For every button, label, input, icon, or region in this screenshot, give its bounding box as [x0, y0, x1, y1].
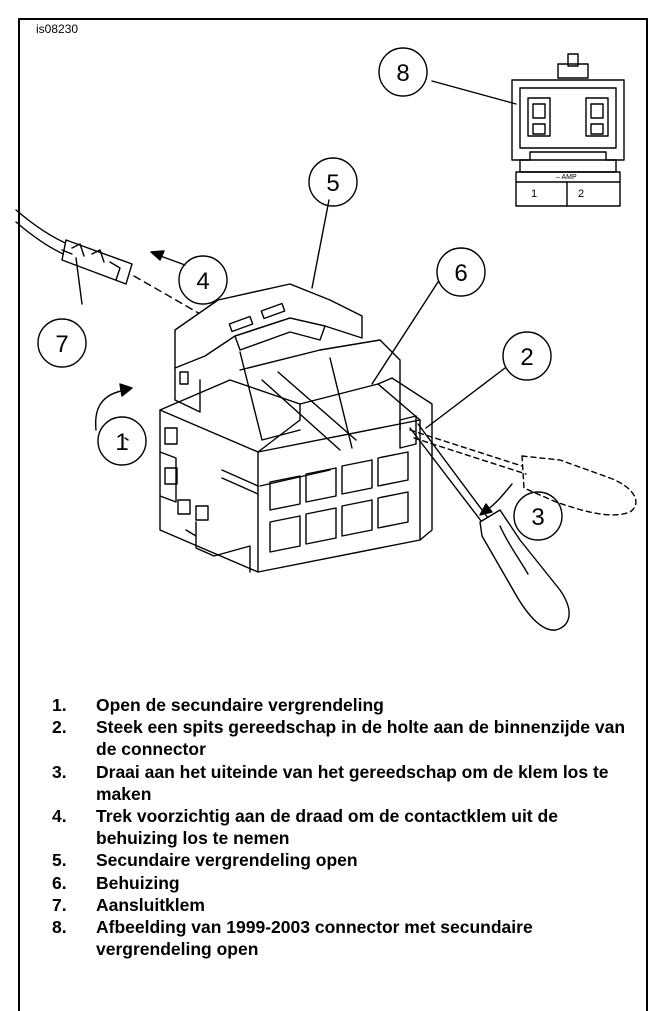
rotation-arrow [479, 483, 513, 516]
svg-text:1: 1 [115, 429, 128, 456]
svg-text:6: 6 [454, 260, 467, 287]
screwdriver-drawing [409, 423, 570, 631]
svg-text:3: 3 [531, 504, 544, 531]
connector-pin-1-label: 1 [531, 188, 537, 200]
figure-frame [18, 18, 648, 1011]
connector-detail-drawing: – AMP 1 2 [511, 53, 625, 207]
callout-5: 5 [308, 157, 358, 207]
screwdriver-dashed-position [409, 429, 637, 516]
legend-item: 5.Secundaire vergrendeling open [52, 850, 358, 871]
callout-6: 6 [436, 247, 486, 297]
legend-item: 2.Steek een spits gereedschap in de holt… [52, 717, 626, 760]
callout-3: 3 [513, 491, 563, 541]
open-lock-arrow [94, 383, 133, 431]
connector-pin-2-label: 2 [578, 188, 584, 200]
wire-with-terminal [15, 209, 133, 285]
pull-arrow [150, 250, 186, 266]
legend-item: 3.Draai aan het uiteinde van het gereeds… [52, 761, 609, 804]
callout-8: 8 [378, 47, 428, 97]
legend-item: 8.Afbeelding van 1999-2003 connector met… [52, 917, 533, 960]
legend-item: 1.Open de secundaire vergrendeling [52, 695, 384, 715]
connector-housing-drawing [159, 283, 433, 573]
callout-4: 4 [178, 255, 228, 305]
callout-2: 2 [502, 331, 552, 381]
svg-text:5: 5 [326, 170, 339, 197]
legend-item: 7.Aansluitklem [52, 894, 205, 915]
svg-text:4: 4 [196, 268, 209, 295]
legend-item: 6.Behuizing [52, 872, 180, 893]
legend-item: 4.Trek voorzichtig aan de draad om de co… [52, 806, 558, 849]
leader-lines [75, 80, 517, 441]
svg-text:2: 2 [520, 344, 533, 371]
svg-text:7: 7 [55, 331, 68, 358]
callout-7: 7 [37, 318, 87, 368]
svg-text:8: 8 [396, 60, 409, 87]
connector-brand-label: – AMP [556, 174, 577, 181]
legend-list: 1.Open de secundaire vergrendeling 2.Ste… [52, 694, 632, 960]
connector-diagram: – AMP 1 2 [15, 47, 637, 631]
callout-1: 1 [97, 416, 147, 466]
figure-id: is08230 [36, 22, 79, 36]
